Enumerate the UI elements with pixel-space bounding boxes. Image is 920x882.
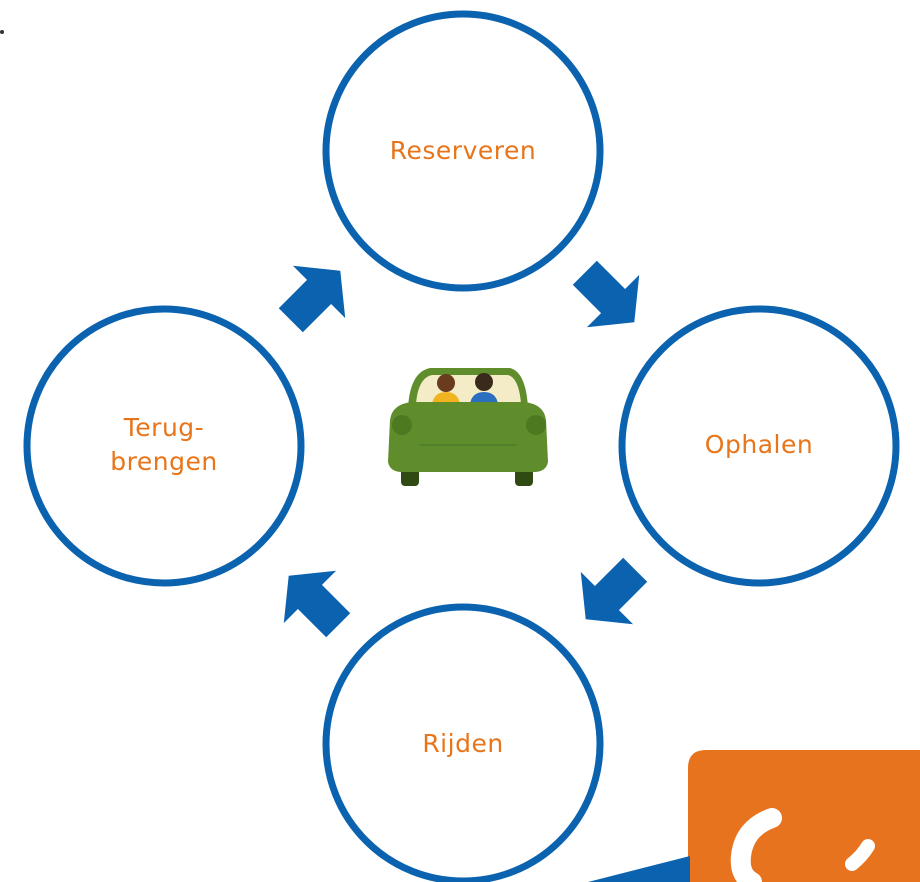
step-circle-rijden [322,603,604,882]
arrow-up-left-icon [283,570,351,638]
brand-logo-icon [588,750,920,882]
step-circle-ophalen [618,305,900,587]
step-label-rijden: Rijden [422,729,504,758]
arrow-down-left-icon [580,557,648,625]
step-label-terugbrengen: Terug- brengen [110,413,218,476]
car-with-couple-icon [388,368,548,486]
arrow-up-right-icon [278,265,346,333]
corner-dot [0,30,4,34]
arrow-down-right-icon [572,260,640,328]
step-circle-reserveren [322,10,604,292]
step-label-ophalen: Ophalen [704,430,814,459]
step-circle-terugbrengen [23,305,305,587]
step-label-reserveren: Reserveren [389,136,537,165]
